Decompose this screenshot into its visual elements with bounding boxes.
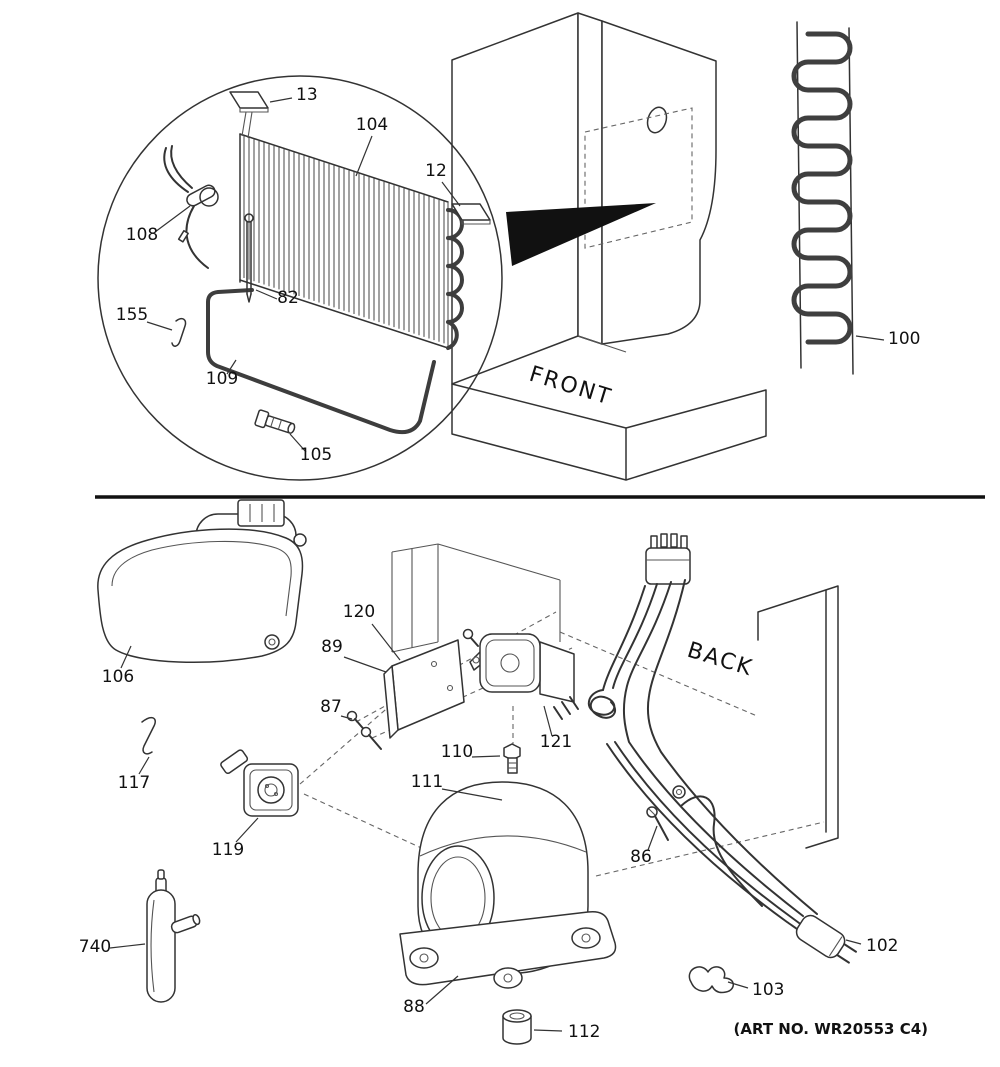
part-label-108: 108: [126, 225, 158, 245]
detail-circle: [97, 75, 503, 481]
evaporator-assembly-drawing: [163, 91, 491, 435]
leader-line-86: [647, 825, 658, 851]
leader-line-106: [120, 645, 132, 669]
part-12-drawing: [451, 203, 491, 225]
part-label-109: 109: [206, 369, 238, 389]
leader-line-103: [727, 981, 749, 989]
leader-line-121: [543, 705, 553, 737]
leader-line-88: [425, 975, 459, 1005]
leader-line-112: [533, 1029, 563, 1032]
part-label-102: 102: [866, 936, 898, 956]
part-label-155: 155: [116, 305, 148, 325]
part-86-screw-drawing: [646, 785, 763, 907]
part-label-106: 106: [102, 667, 134, 687]
leader-line-740: [109, 943, 146, 949]
part-label-13: 13: [296, 85, 318, 105]
cabinet-back-drawing: [757, 585, 839, 849]
leader-line-102: [845, 939, 862, 945]
part-label-740: 740: [79, 937, 111, 957]
part-label-103: 103: [752, 980, 784, 1000]
part-label-110: 110: [441, 742, 473, 762]
part-117-drawing: [141, 716, 156, 755]
leader-line-120: [371, 623, 401, 661]
leader-line-108: [154, 205, 191, 233]
part-label-100: 100: [888, 329, 920, 349]
part-13-drawing: [229, 91, 269, 139]
front-label: FRONT: [526, 362, 615, 411]
part-119-drawing: [220, 749, 299, 817]
part-label-104: 104: [356, 115, 388, 135]
liner-back-drawing: [391, 543, 561, 653]
part-103-clip-drawing: [688, 966, 734, 994]
part-112-grommet-drawing: [502, 1009, 532, 1045]
part-121-timer-drawing: [462, 628, 579, 720]
part-labels: 1310412108821551091051001061171197401208…: [79, 85, 921, 1042]
part-label-121: 121: [540, 732, 572, 752]
part-label-12: 12: [425, 161, 447, 181]
part-label-119: 119: [212, 840, 244, 860]
part-155-drawing: [171, 318, 187, 347]
leader-line-13: [269, 97, 293, 103]
leader-line-87: [340, 715, 353, 720]
part-label-120: 120: [343, 602, 375, 622]
part-82-drawing: [244, 213, 254, 303]
part-label-82: 82: [277, 288, 299, 308]
part-106-drawing: [97, 499, 307, 663]
part-109-drawing: [206, 288, 436, 435]
leader-line-111: [441, 788, 503, 801]
leader-line-89: [343, 656, 387, 673]
leader-line-104: [355, 135, 373, 177]
leader-line-82: [255, 289, 278, 300]
leader-line-105: [289, 433, 307, 453]
part-120-bracket-drawing: [383, 639, 465, 739]
condenser-coil-drawing: [791, 21, 854, 375]
leader-line-100: [855, 335, 885, 341]
part-label-111: 111: [411, 772, 443, 792]
part-110-bolt-drawing: [503, 743, 521, 774]
leader-line-119: [235, 817, 259, 843]
part-87-screws-drawing: [346, 710, 382, 750]
part-105-drawing: [254, 409, 296, 434]
part-label-86: 86: [630, 847, 652, 867]
leader-line-155: [146, 321, 173, 331]
part-label-87: 87: [320, 697, 342, 717]
part-108-drawing: [163, 145, 219, 269]
part-label-117: 117: [118, 773, 150, 793]
back-label: BACK: [684, 638, 756, 682]
leader-line-12: [441, 181, 461, 207]
part-740-drawing: [146, 869, 201, 1003]
part-label-89: 89: [321, 637, 343, 657]
part-label-88: 88: [403, 997, 425, 1017]
art-number: (ART NO. WR20553 C4): [734, 1020, 929, 1038]
leader-line-117: [138, 756, 150, 775]
part-102-power-cord-drawing: [588, 533, 858, 964]
part-label-112: 112: [568, 1022, 600, 1042]
callout-wedge: [506, 203, 656, 266]
leader-line-110: [471, 755, 501, 758]
part-label-105: 105: [300, 445, 332, 465]
leader-line-109: [226, 359, 237, 375]
part-88-compressor-drawing: [399, 781, 617, 989]
